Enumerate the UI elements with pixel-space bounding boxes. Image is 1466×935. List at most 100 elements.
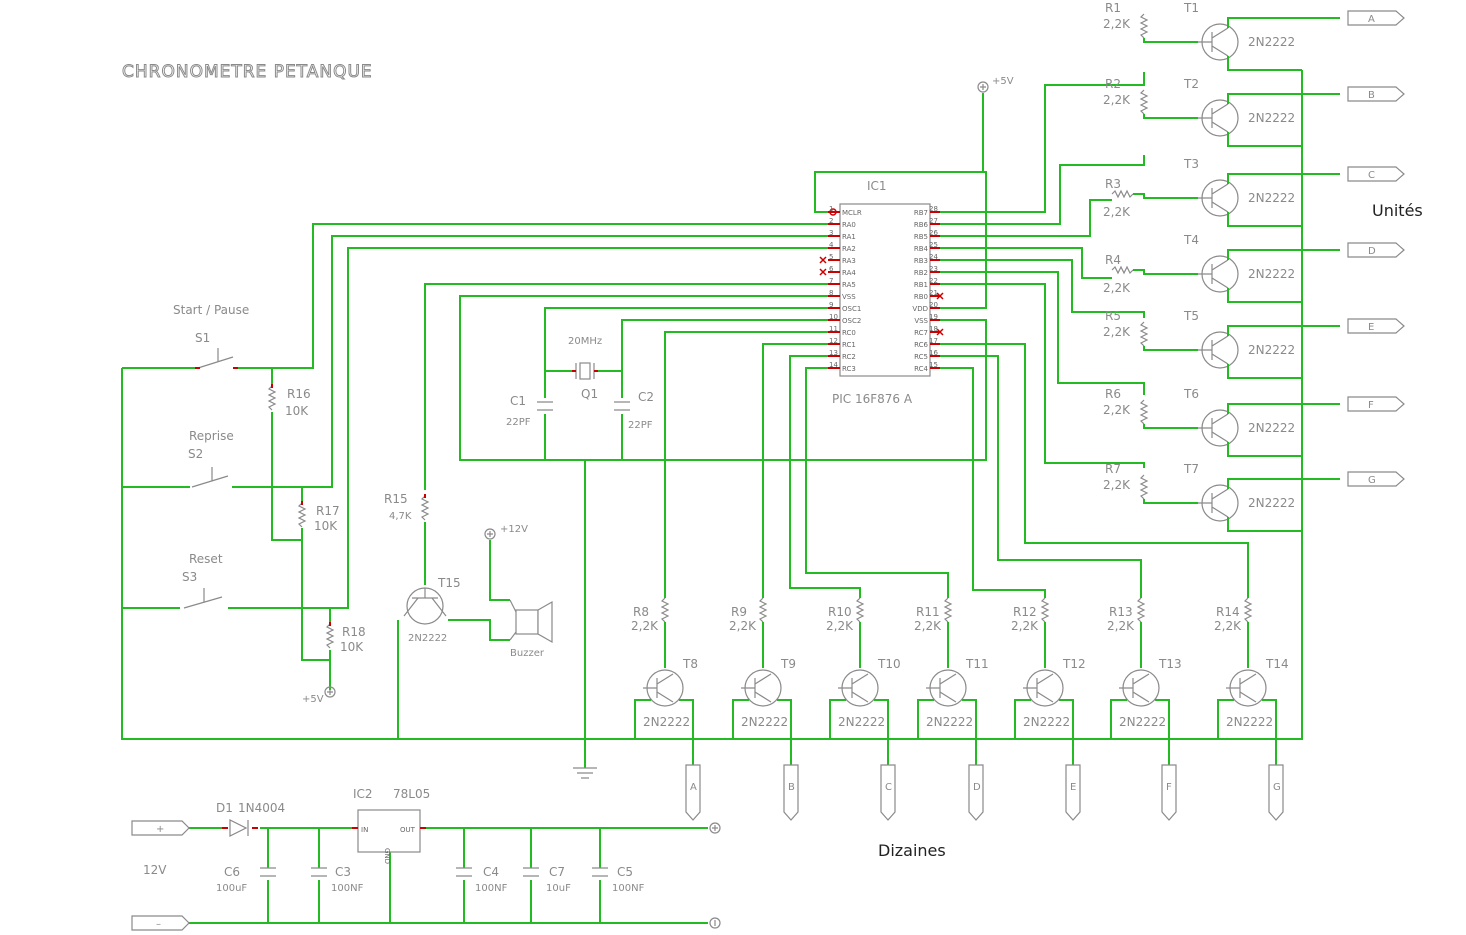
- ic1-body: [839, 203, 931, 377]
- tens-emitter-wire: [829, 699, 846, 739]
- ic1-pin-number: 8: [829, 289, 833, 297]
- unit-base-wire: [1133, 193, 1198, 199]
- ic1-pin-number: 16: [929, 349, 938, 357]
- ic1-pin-number: 24: [929, 253, 938, 261]
- transistor-leads: [1198, 259, 1229, 289]
- ic1-pin-number: 15: [929, 361, 938, 369]
- transistor-leads: [1198, 183, 1229, 213]
- ic1-pin-number: 14: [829, 361, 838, 369]
- c1-ref: C1: [510, 394, 526, 408]
- unit-collector-wire: [1227, 325, 1340, 336]
- transistor-leads: [1119, 673, 1150, 703]
- q1-ref: Q1: [581, 387, 598, 401]
- d1-ref: D1: [216, 801, 233, 815]
- unit-transistor-ref: T7: [1183, 462, 1199, 476]
- tens-segment-label: B: [788, 782, 795, 793]
- unit-base-wire: [1133, 269, 1198, 275]
- tens-resistor-value: 2,2K: [1214, 619, 1242, 633]
- ic1-pin-number: 3: [829, 229, 833, 237]
- ic1-pin-number: 10: [829, 313, 838, 321]
- unit-transistor-ref: T2: [1183, 77, 1199, 91]
- unit-transistor-part: 2N2222: [1248, 191, 1295, 205]
- unit-resistor-ref: R4: [1105, 253, 1121, 267]
- tens-resistor-ref: R9: [731, 605, 747, 619]
- tens-resistor-value: 2,2K: [729, 619, 757, 633]
- tens-segment-label: A: [690, 782, 697, 793]
- tens-transistor-part: 2N2222: [926, 715, 973, 729]
- resistor-body: [1139, 13, 1149, 39]
- unit-transistor-ref: T1: [1183, 1, 1199, 15]
- unit-segment-terminal: [1347, 242, 1405, 258]
- ic2-name: 78L05: [393, 787, 430, 801]
- unit-emitter-wire: [1227, 56, 1302, 71]
- c1-value: 22PF: [506, 417, 531, 428]
- tens-segment-label: D: [973, 782, 981, 793]
- switch-symbols: [183, 348, 234, 609]
- tens-drivers: AT82N2222R82,2KBT92N2222R92,2KCT102N2222…: [631, 597, 1289, 821]
- ic1-pin-name: MCLR: [842, 209, 862, 217]
- unit-segment-terminal: [1347, 166, 1405, 182]
- transistor-leads: [1023, 673, 1054, 703]
- c6-value: 100uF: [216, 883, 247, 894]
- unit-transistor-ref: T5: [1183, 309, 1199, 323]
- tens-resistor-value: 2,2K: [1107, 619, 1135, 633]
- unit-resistor-value: 2,2K: [1103, 17, 1131, 31]
- tens-transistor-ref: T11: [965, 657, 989, 671]
- unit-base-wire: [1143, 424, 1198, 429]
- s1-caption: Start / Pause: [173, 303, 249, 317]
- c4-value: 100NF: [475, 883, 508, 894]
- tens-resistor-ref: R10: [828, 605, 852, 619]
- plus-label: +: [156, 824, 164, 835]
- ic1-pin-name: RC5: [914, 353, 928, 361]
- r15-ref: R15: [384, 492, 408, 506]
- ic1-pin-name: RA2: [842, 245, 856, 253]
- unit-resistor-value: 2,2K: [1103, 93, 1131, 107]
- transistor-leads: [1198, 27, 1229, 57]
- transistor-leads: [741, 673, 772, 703]
- resistor-body: [1243, 597, 1253, 623]
- tens-collector-wire: [777, 699, 792, 765]
- unit-resistor-ref: R7: [1105, 462, 1121, 476]
- transistor-leads: [926, 673, 957, 703]
- tens-segment-terminal: [685, 764, 701, 821]
- ic1-pin-name: RB5: [914, 233, 928, 241]
- r18-ref: R18: [342, 625, 366, 639]
- unit-segment-terminal: [1347, 396, 1405, 412]
- ic2-out: OUT: [400, 826, 416, 834]
- unit-resistor-ref: R3: [1105, 177, 1121, 191]
- ic1-pin-name: RC6: [914, 341, 928, 349]
- schematic-title: CHRONOMETRE PETANQUE: [122, 62, 373, 82]
- tens-resistor-ref: R12: [1013, 605, 1037, 619]
- ic1-pin-number: 7: [829, 277, 833, 285]
- ic1-pin-number: 26: [929, 229, 938, 237]
- ic1-pin-number: 11: [829, 325, 838, 333]
- tens-segment-label: E: [1070, 782, 1076, 793]
- ic1-pin-number: 5: [829, 253, 833, 261]
- tens-emitter-wire: [634, 699, 651, 739]
- r15-value: 4,7K: [389, 511, 412, 522]
- dizaines-label: Dizaines: [878, 841, 946, 860]
- ic1-pin-number: 20: [929, 301, 938, 309]
- tens-resistor-ref: R8: [633, 605, 649, 619]
- tens-emitter-wire: [1014, 699, 1031, 739]
- plus5v-label-bottom: +5V: [302, 694, 324, 705]
- transistor-leads: [1226, 673, 1257, 703]
- unit-segment-terminal: [1347, 10, 1405, 26]
- ic2-ref: IC2: [353, 787, 373, 801]
- tens-transistor-ref: T9: [780, 657, 796, 671]
- unit-collector-wire: [1227, 403, 1340, 414]
- unit-emitter-wire: [1227, 517, 1302, 532]
- resistor-body: [1139, 321, 1149, 347]
- unit-transistor-part: 2N2222: [1248, 343, 1295, 357]
- crystal-body: [579, 362, 591, 380]
- tens-transistor-part: 2N2222: [741, 715, 788, 729]
- buzzer-label: Buzzer: [510, 648, 545, 659]
- buzzer-symbol: [509, 599, 553, 644]
- ic1-pin-name: RA0: [842, 221, 856, 229]
- ic1-pin-name: OSC2: [842, 317, 861, 325]
- resistor-body: [1139, 474, 1149, 500]
